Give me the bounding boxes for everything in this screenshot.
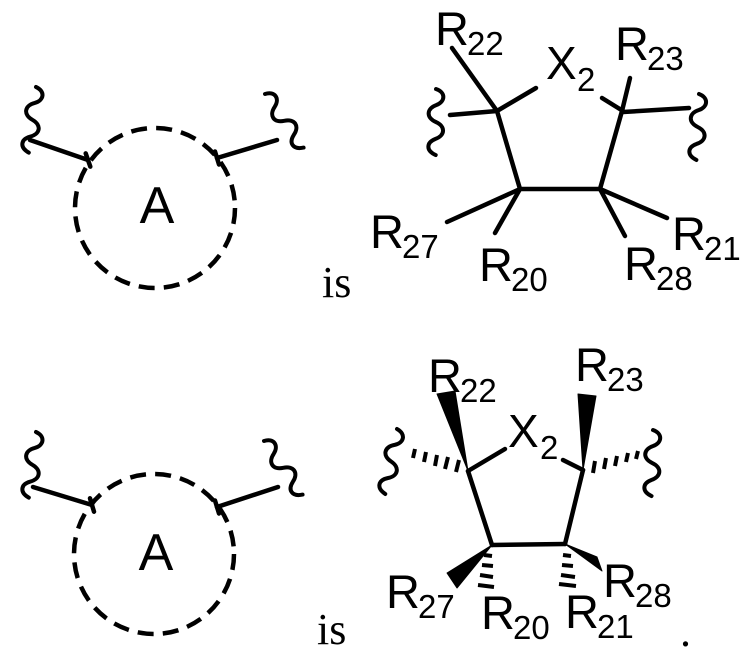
hash-mark [422, 451, 428, 463]
hash-mark [602, 457, 608, 470]
bond-terminus-tick-right [212, 498, 222, 516]
ring-bond-to-x-right [599, 95, 626, 114]
hash-mark [560, 573, 576, 579]
dashed-ring-circle [72, 125, 238, 291]
hash-mark [591, 460, 597, 474]
label-r27: R [386, 565, 420, 618]
label-r27-sub: 27 [402, 228, 439, 265]
ring-bond-left [465, 468, 495, 548]
bond-r27 [444, 186, 523, 225]
hash-mark [483, 553, 493, 558]
row1-generic-ring-a: A [18, 84, 311, 291]
label-r20-sub: 20 [513, 609, 550, 646]
hashed-bond-right-attachment [591, 450, 640, 474]
label-r22-sub: 22 [460, 372, 497, 409]
label-r21: R [672, 207, 706, 260]
bond-r28 [597, 186, 628, 239]
hash-mark [411, 448, 417, 459]
label-r28-sub: 28 [656, 260, 693, 297]
hash-mark [481, 563, 494, 568]
hash-mark [558, 582, 577, 588]
label-r28-sub: 28 [635, 577, 672, 614]
ring-core-label: A [140, 177, 175, 235]
bond-r22 [449, 45, 500, 114]
bond-terminus-tick-right [212, 149, 222, 167]
hash-mark [454, 459, 461, 473]
equivalence-text: is [317, 605, 346, 654]
hashed-bond-r21 [558, 553, 577, 588]
label-r21-sub: 21 [597, 608, 634, 645]
row2-substituted-ring-stereo: R 22 X 2 R 23 R 27 R 20 R 21 R 28 [374, 338, 672, 646]
label-r23: R [575, 338, 609, 391]
bond-left-attachment [27, 137, 91, 163]
bond-right-attachment [620, 105, 692, 115]
hash-mark [479, 573, 494, 579]
label-r27: R [370, 205, 404, 258]
label-r21-sub: 21 [704, 230, 741, 267]
row1: A is [18, 2, 741, 307]
bond-terminus-tick-left [83, 151, 93, 169]
squiggle-bond-icon [374, 425, 408, 498]
hash-mark [562, 553, 572, 558]
wedge-bond-r28 [564, 543, 603, 572]
label-r22: R [428, 349, 462, 402]
ring-bond-to-x-right [560, 457, 586, 473]
label-r20: R [479, 238, 513, 291]
hash-mark [477, 583, 495, 589]
label-r23-sub: 23 [647, 40, 684, 77]
ring-bond-bottom [489, 541, 568, 548]
row2-generic-ring-a: A [18, 429, 310, 637]
ring-bond-right [562, 467, 586, 547]
squiggle-bond-icon [685, 91, 710, 163]
ring-bond-left [494, 108, 523, 192]
hash-mark [634, 450, 640, 460]
label-x-sub: 2 [540, 429, 558, 466]
bond-right-attachment [214, 484, 281, 510]
bond-r21 [597, 186, 670, 221]
bond-r23 [619, 75, 633, 114]
hash-mark [624, 452, 630, 463]
hash-mark [443, 456, 450, 470]
hash-mark [433, 454, 439, 467]
hash-mark [561, 563, 574, 568]
label-r28: R [624, 237, 658, 290]
hashed-bond-left-attachment [411, 448, 461, 473]
ring-bond-to-x-left [465, 446, 508, 474]
label-r27-sub: 27 [418, 588, 455, 625]
row2: A is [18, 338, 672, 654]
label-r23-sub: 23 [607, 361, 644, 398]
ring-core-label: A [139, 524, 174, 582]
bond-left-attachment [30, 484, 95, 508]
hash-mark [613, 455, 619, 467]
equivalence-text: is [322, 258, 351, 307]
ring-bond-to-x-left [494, 85, 539, 114]
wedge-bond-r27 [446, 544, 493, 589]
label-r21: R [565, 585, 599, 638]
row1-substituted-ring: R 22 X 2 R 23 R 27 R 20 R 28 R 21 [370, 2, 741, 298]
label-r20: R [481, 586, 515, 639]
bond-right-attachment [214, 137, 280, 161]
label-r28: R [603, 554, 637, 607]
bond-r20 [492, 186, 523, 236]
label-r20-sub: 20 [511, 261, 548, 298]
squiggle-bond-icon [643, 430, 661, 497]
label-x-sub: 2 [577, 61, 595, 98]
terminal-period: . [680, 607, 691, 655]
label-r22-sub: 22 [467, 25, 504, 62]
hashed-bond-r20 [477, 553, 495, 589]
label-r23: R [615, 17, 649, 70]
wedge-bond-r23 [577, 393, 597, 471]
label-r22: R [435, 2, 469, 55]
label-x: X [546, 37, 577, 89]
wedge-bond-r22 [436, 390, 469, 472]
squiggle-bond-icon [427, 89, 444, 155]
bond-terminus-tick-left [87, 496, 97, 514]
dashed-ring-circle [71, 471, 237, 637]
ring-bond-right [597, 108, 625, 192]
label-x: X [508, 405, 539, 457]
bond-left-attachment [447, 108, 500, 118]
